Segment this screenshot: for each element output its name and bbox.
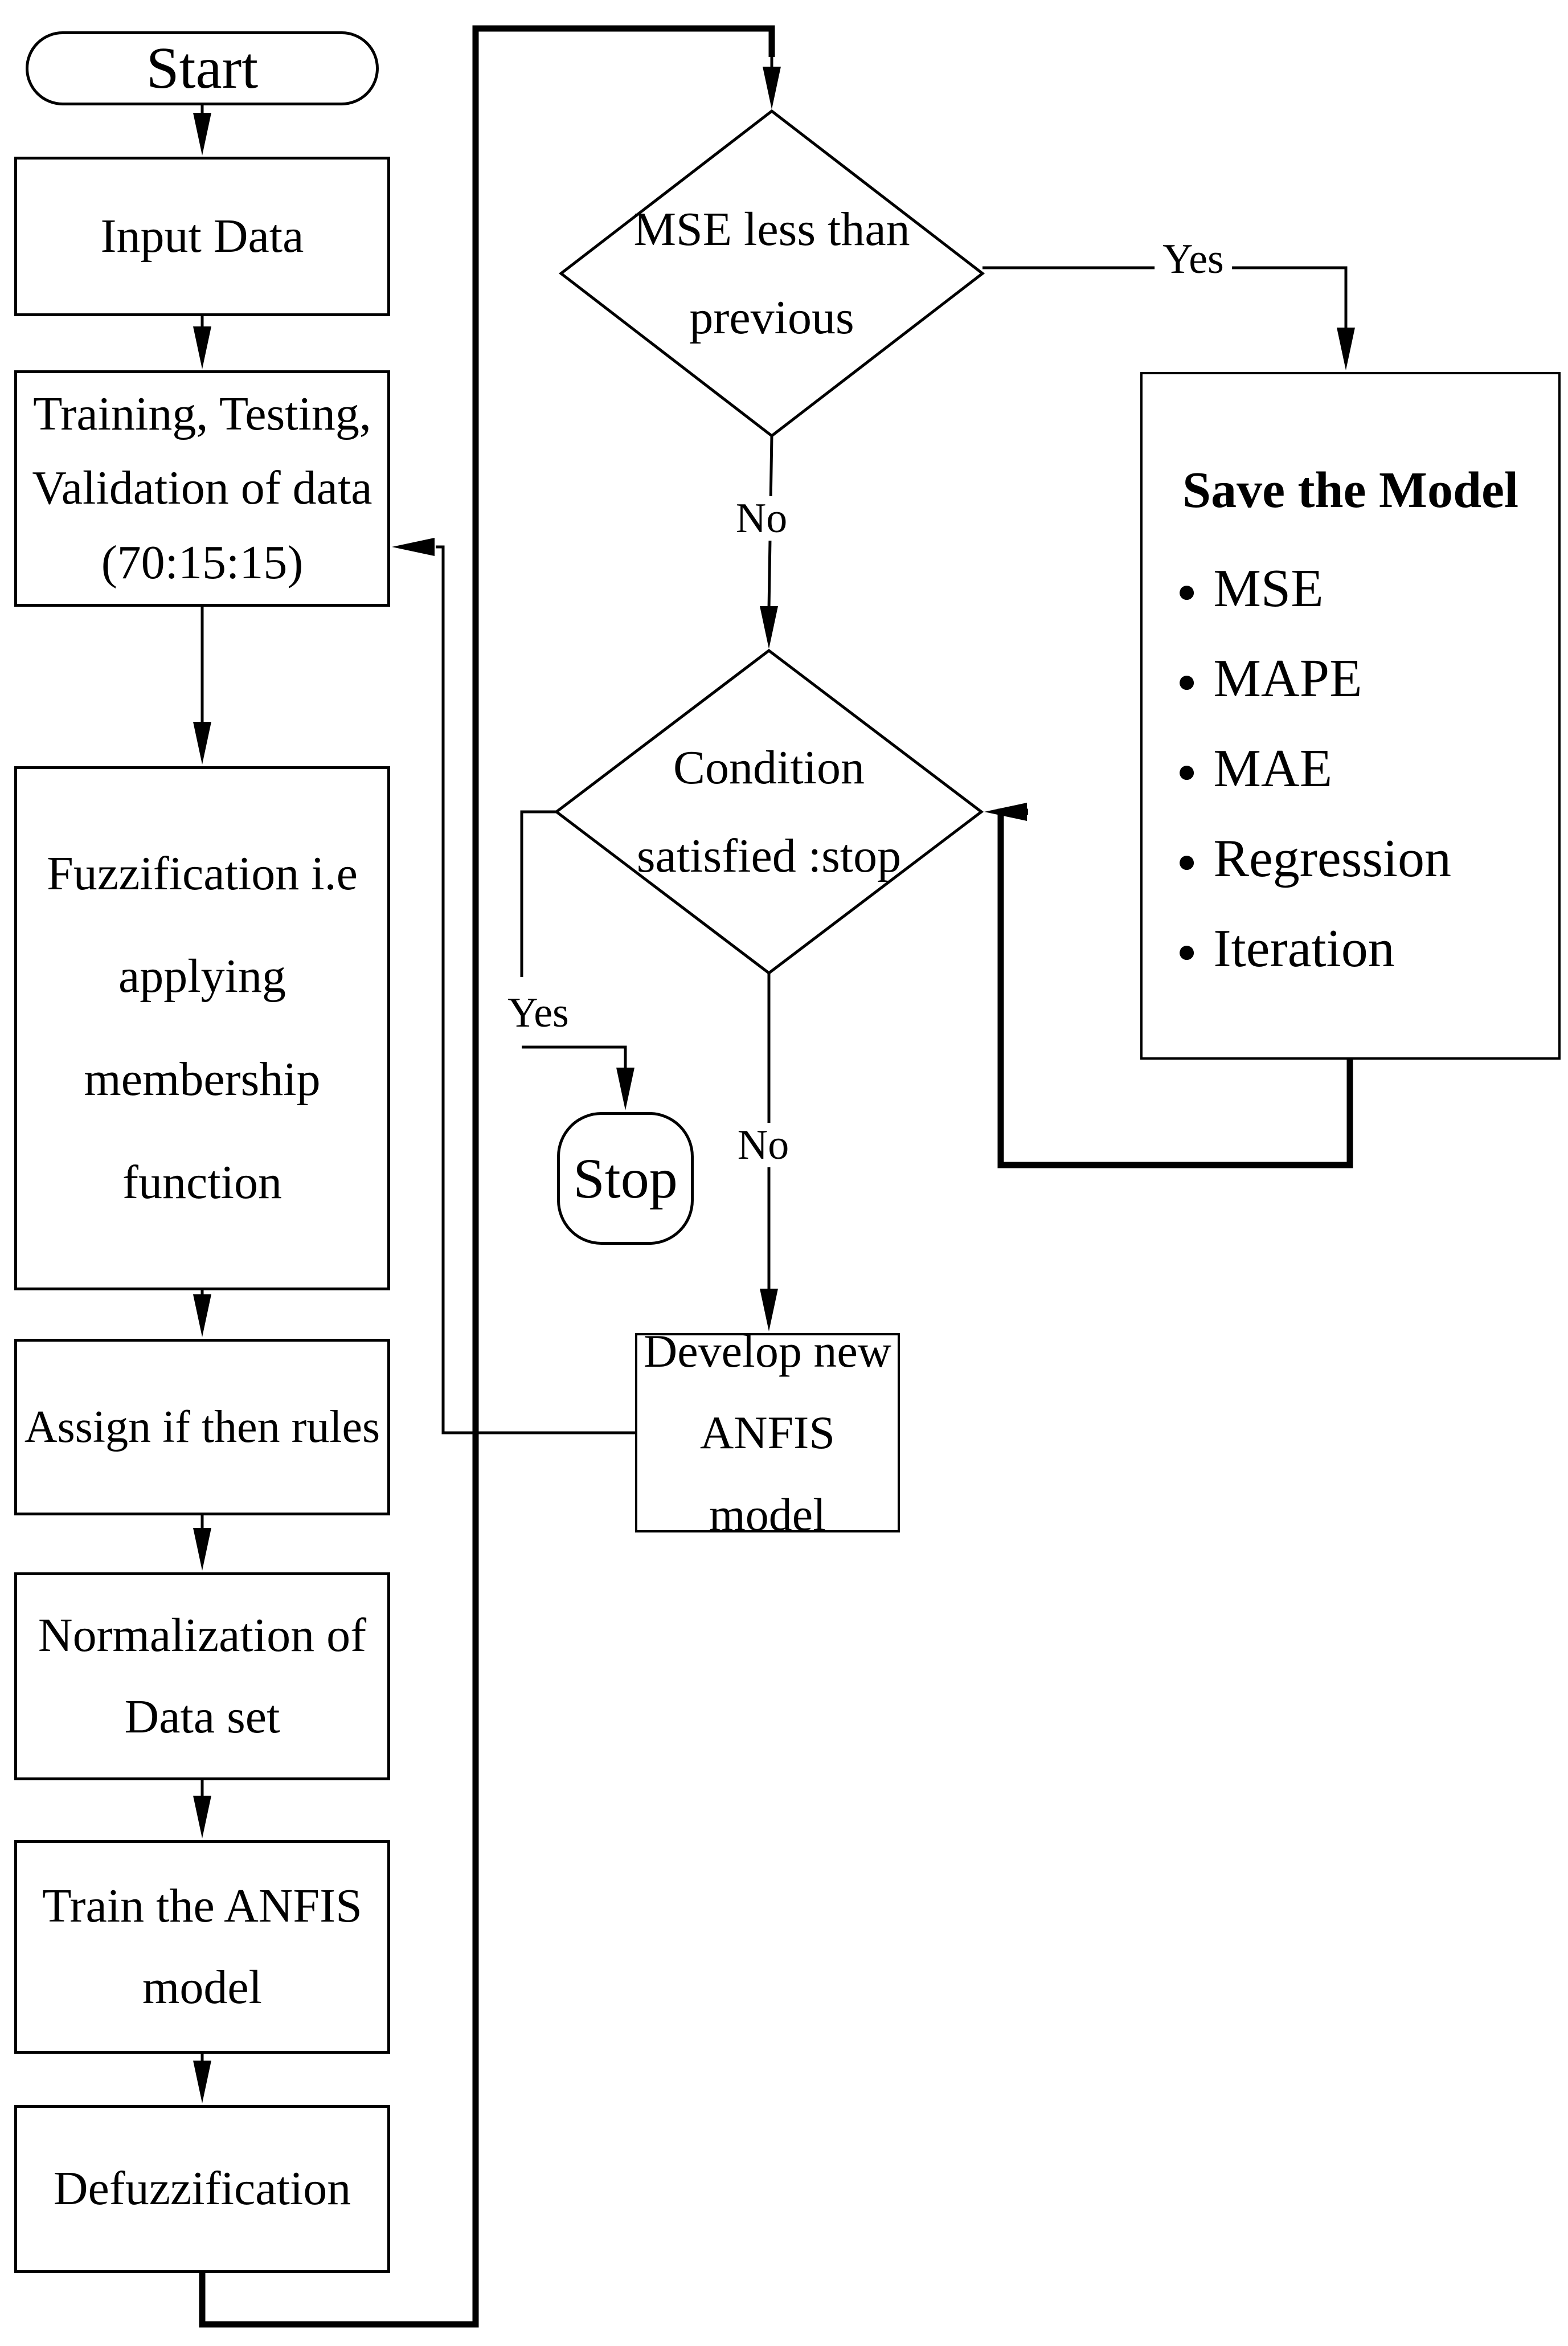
save-model-box: Save the Model MSE MAPE MAE Regression I… xyxy=(1140,372,1561,1060)
arrowhead-into-normalization xyxy=(193,1528,211,1571)
arrowhead-into-save xyxy=(1337,328,1355,370)
arrowhead-into-train-anfis xyxy=(193,1796,211,1838)
develop-new-anfis-node: Develop new ANFIS model xyxy=(635,1325,900,1540)
condition-decision-label: Condition satisfied :stop xyxy=(636,741,902,882)
arrowhead-into-defuzzification xyxy=(193,2061,211,2103)
arrowhead-into-training-right xyxy=(392,538,435,556)
save-model-item: MAPE xyxy=(1177,634,1558,724)
assign-rules-node: Assign if then rules xyxy=(14,1339,390,1515)
edge-develop-to-training xyxy=(436,545,635,1434)
stop-node: Stop xyxy=(557,1112,694,1245)
mse-decision-diamond xyxy=(558,109,985,438)
condition-no-label: No xyxy=(729,1123,797,1167)
mse-decision-label: MSE less than previous xyxy=(633,202,910,344)
save-model-heading: Save the Model xyxy=(1182,462,1518,518)
save-model-item: Regression xyxy=(1177,814,1558,904)
start-node: Start xyxy=(26,31,379,105)
arrowhead-into-training xyxy=(193,326,211,369)
arrowhead-into-input xyxy=(193,113,211,156)
condition-yes-label: Yes xyxy=(500,991,577,1035)
mse-no-label: No xyxy=(727,496,796,541)
defuzzification-node: Defuzzification xyxy=(14,2105,390,2273)
arrowhead-into-mse xyxy=(763,67,781,109)
loop-defuzzification-to-mse xyxy=(199,25,775,2328)
edge-condition-yes-a xyxy=(520,810,556,977)
condition-decision-diamond xyxy=(554,648,984,975)
training-split-node: Training, Testing, Validation of data (7… xyxy=(14,370,390,607)
arrowhead-into-condition-top xyxy=(760,606,778,649)
fuzzification-node: Fuzzification i.e applying membership fu… xyxy=(14,766,390,1290)
arrowhead-into-assign xyxy=(193,1294,211,1337)
train-anfis-node: Train the ANFIS model xyxy=(14,1840,390,2054)
save-model-item: Iteration xyxy=(1177,904,1558,994)
edge-mse-yes xyxy=(982,266,1348,330)
mse-yes-label: Yes xyxy=(1154,237,1232,281)
arrowhead-into-develop xyxy=(760,1289,778,1331)
save-model-item: MSE xyxy=(1177,544,1558,634)
arrowhead-into-stop xyxy=(616,1068,634,1110)
arrowhead-into-condition-right xyxy=(984,803,1027,821)
save-model-item: MAE xyxy=(1177,724,1558,814)
edge-condition-yes-b xyxy=(522,1045,627,1070)
arrowhead-into-fuzzification xyxy=(193,722,211,765)
normalization-node: Normalization of Data set xyxy=(14,1572,390,1780)
input-data-node: Input Data xyxy=(14,157,390,316)
save-model-list: MSE MAPE MAE Regression Iteration xyxy=(1143,544,1558,994)
